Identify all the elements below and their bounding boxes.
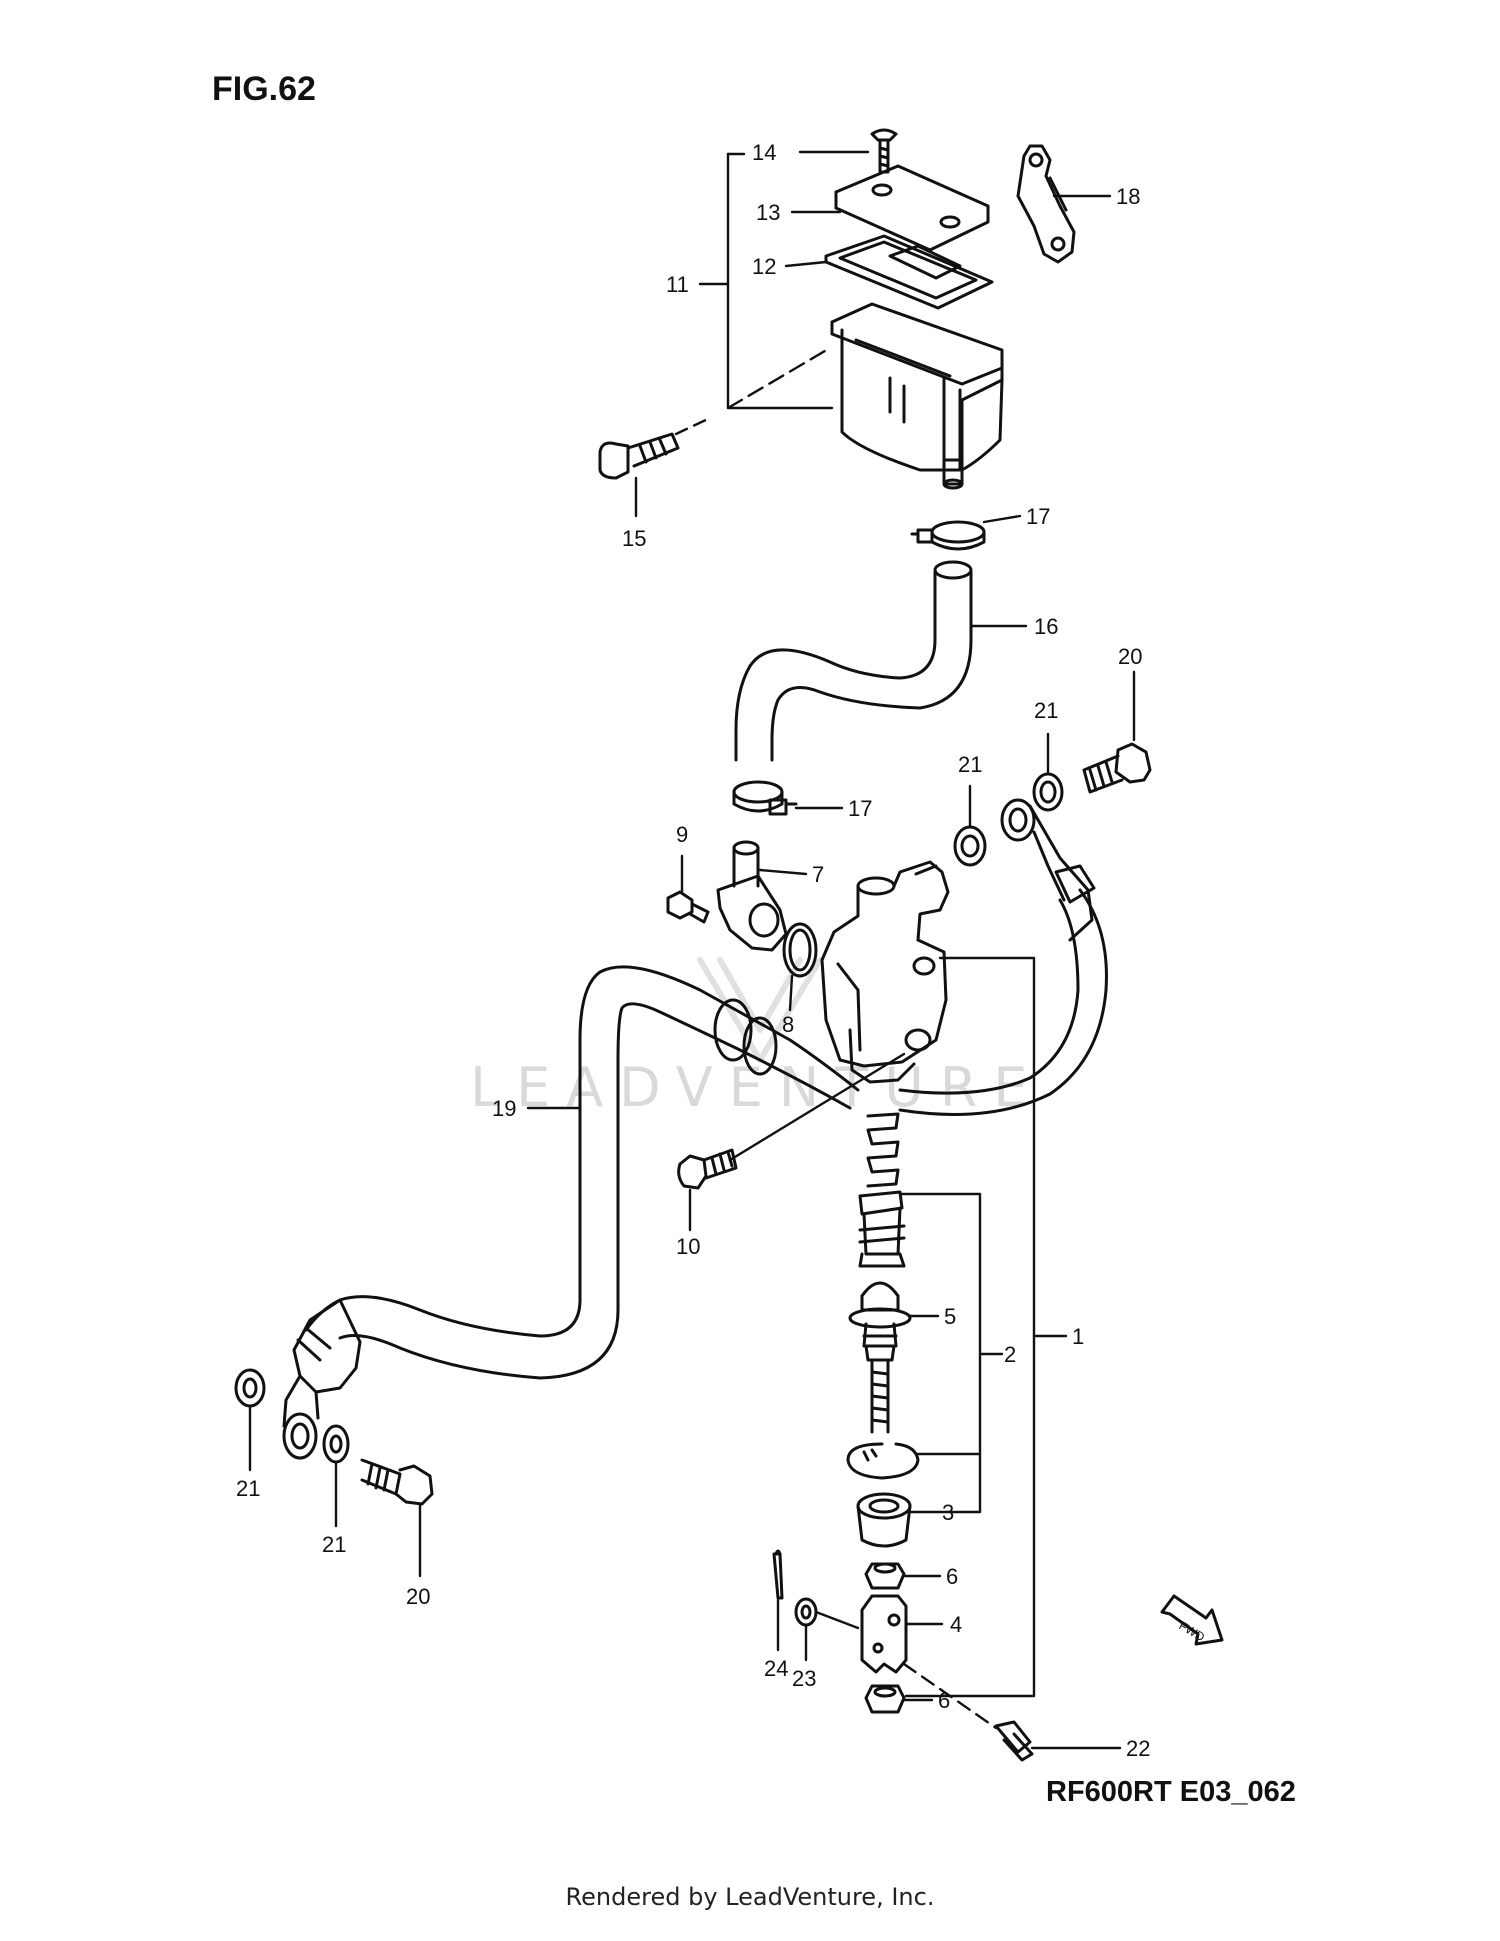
callout-21-upper-a: 21 (1034, 698, 1058, 723)
lock-nut-upper (864, 1562, 906, 1590)
washer-lower-b (322, 1424, 350, 1464)
circlip (846, 1442, 920, 1480)
callout-23: 23 (792, 1666, 816, 1691)
brake-hose-right (898, 798, 1108, 1116)
reservoir-bolt (598, 432, 680, 480)
callout-16: 16 (1034, 614, 1058, 639)
callout-5: 5 (944, 1304, 956, 1329)
callout-labels: 1 2 3 4 5 6 6 7 8 9 10 11 12 13 14 15 16… (236, 140, 1150, 1761)
callout-20-upper: 20 (1118, 644, 1142, 669)
callout-17-lower: 17 (848, 796, 872, 821)
washer-upper-a (1032, 772, 1064, 812)
callout-1: 1 (1072, 1324, 1084, 1349)
callout-18: 18 (1116, 184, 1140, 209)
boot (856, 1492, 912, 1548)
callout-10: 10 (676, 1234, 700, 1259)
callout-12: 12 (752, 254, 776, 279)
reservoir-hose (734, 560, 973, 762)
reservoir-diaphragm-plate (824, 234, 994, 310)
cotter-pin (772, 1549, 784, 1600)
washer-small (794, 1597, 818, 1627)
clevis-pin (994, 1720, 1034, 1762)
callout-7: 7 (812, 862, 824, 887)
clamp-upper (910, 520, 986, 551)
fwd-arrow-icon: FWD (1160, 1594, 1224, 1646)
reservoir-cap-plate (834, 164, 990, 252)
brake-hose-left (282, 965, 860, 1460)
callout-21-upper-b: 21 (958, 752, 982, 777)
push-rod-adjuster (848, 1281, 912, 1434)
callout-4: 4 (950, 1612, 962, 1637)
callout-21-lower-a: 21 (236, 1476, 260, 1501)
lock-nut-lower (864, 1684, 906, 1714)
callout-6-lower: 6 (938, 1688, 950, 1713)
callout-19: 19 (492, 1096, 516, 1121)
callout-2: 2 (1004, 1342, 1016, 1367)
callout-21-lower-b: 21 (322, 1532, 346, 1557)
callout-14: 14 (752, 140, 776, 165)
banjo-bolt-upper (1082, 742, 1152, 794)
reservoir-cap-screw (870, 128, 898, 174)
diagram-code: RF600RT E03_062 (1046, 1776, 1296, 1808)
callout-17-upper: 17 (1026, 504, 1050, 529)
mounting-bolt (677, 1148, 738, 1190)
union-fitting (716, 840, 788, 952)
callout-9: 9 (676, 822, 688, 847)
piston-cups (858, 1190, 906, 1268)
master-cylinder-body (820, 860, 950, 1084)
callout-15: 15 (622, 526, 646, 551)
callout-20-lower: 20 (406, 1584, 430, 1609)
callout-24: 24 (764, 1656, 788, 1681)
callout-22: 22 (1126, 1736, 1150, 1761)
figure-title: FIG.62 (212, 70, 316, 108)
washer-upper-b (953, 825, 987, 867)
clamp-lower (732, 780, 798, 816)
callout-13: 13 (756, 200, 780, 225)
callout-3: 3 (942, 1500, 954, 1525)
callout-11: 11 (666, 272, 689, 297)
washer-lower-a (234, 1368, 266, 1408)
o-ring (782, 922, 818, 978)
reservoir-tank (830, 302, 1004, 490)
leader-lines (248, 150, 1136, 1750)
callout-6-upper: 6 (946, 1564, 958, 1589)
spring (866, 1112, 900, 1188)
union-bolt (666, 890, 710, 924)
footer-credit: Rendered by LeadVenture, Inc. (565, 1883, 935, 1911)
bracket (1016, 144, 1076, 264)
callout-8: 8 (782, 1012, 794, 1037)
clevis-joint (860, 1594, 908, 1674)
banjo-bolt-lower (360, 1458, 434, 1506)
